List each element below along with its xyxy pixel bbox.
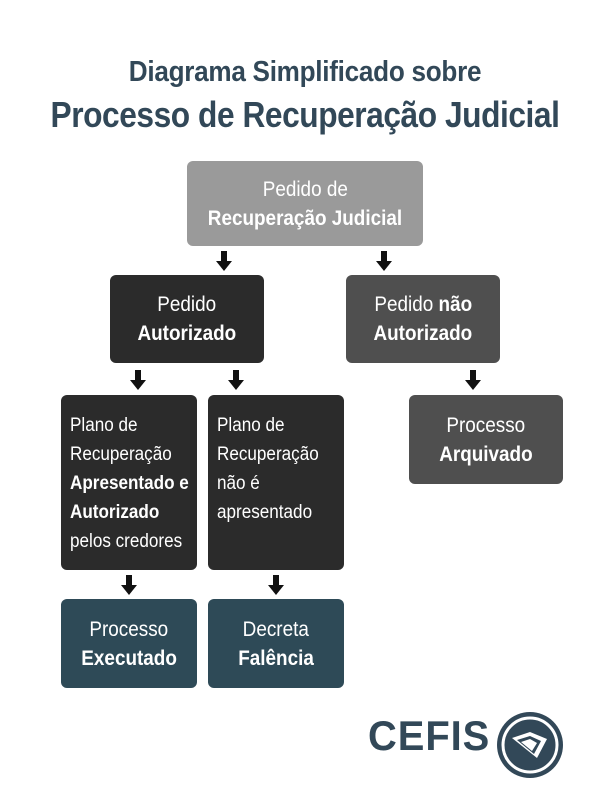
node-label-line4: apresentado xyxy=(217,502,313,523)
node-label-line2: Recuperação Judicial xyxy=(207,206,403,230)
node-label-line1: Pedido xyxy=(157,293,217,316)
node-label-line1: Decreta xyxy=(242,617,310,641)
arrow-down-icon xyxy=(268,575,284,595)
node-pedido-recuperacao: Pedido de Recuperação Judicial xyxy=(187,161,423,246)
cefis-book-icon xyxy=(497,712,563,778)
node-label-line2: Arquivado xyxy=(439,442,533,466)
diagram-title-line1: Diagrama Simplificado sobre xyxy=(128,56,482,88)
node-plano-apresentado: Plano de Recuperação Apresentado e Autor… xyxy=(61,395,197,570)
node-label-line2: Executado xyxy=(81,646,177,670)
cefis-logo-text: CEFIS xyxy=(368,712,491,759)
node-label-line2: Recuperação xyxy=(217,444,319,465)
node-label-line5: pelos credores xyxy=(70,531,183,552)
node-label-line1: Pedido não xyxy=(374,293,472,316)
arrow-down-icon xyxy=(465,370,481,390)
node-label-line2: Falência xyxy=(238,646,314,670)
node-pedido-autorizado: Pedido Autorizado xyxy=(110,275,264,363)
arrow-down-icon xyxy=(216,251,232,271)
arrow-down-icon xyxy=(130,370,146,390)
node-pedido-nao-autorizado: Pedido não Autorizado xyxy=(346,275,500,363)
node-label-line1: Plano de xyxy=(70,415,138,436)
node-label-line4: Autorizado xyxy=(70,502,160,523)
node-processo-arquivado: Processo Arquivado xyxy=(409,395,563,484)
node-label-line2: Autorizado xyxy=(137,322,237,345)
node-label-line1: Processo xyxy=(89,617,169,641)
node-label-line3: não é xyxy=(217,473,260,494)
node-plano-nao-apresentado: Plano de Recuperação não é apresentado xyxy=(208,395,344,570)
arrow-down-icon xyxy=(121,575,137,595)
node-decreta-falencia: Decreta Falência xyxy=(208,599,344,688)
node-label-line1: Plano de xyxy=(217,415,285,436)
node-label-line2: Recuperação xyxy=(70,444,172,465)
arrow-down-icon xyxy=(228,370,244,390)
node-label-line1: Processo xyxy=(446,413,526,437)
node-label-line2: Autorizado xyxy=(373,322,473,345)
diagram-title-line2: Processo de Recuperação Judicial xyxy=(50,94,560,135)
node-processo-executado: Processo Executado xyxy=(61,599,197,688)
node-label-line1: Pedido de xyxy=(262,177,348,201)
arrow-down-icon xyxy=(376,251,392,271)
cefis-book-icon-svg xyxy=(501,716,559,774)
node-label-line3: Apresentado e xyxy=(70,473,189,494)
